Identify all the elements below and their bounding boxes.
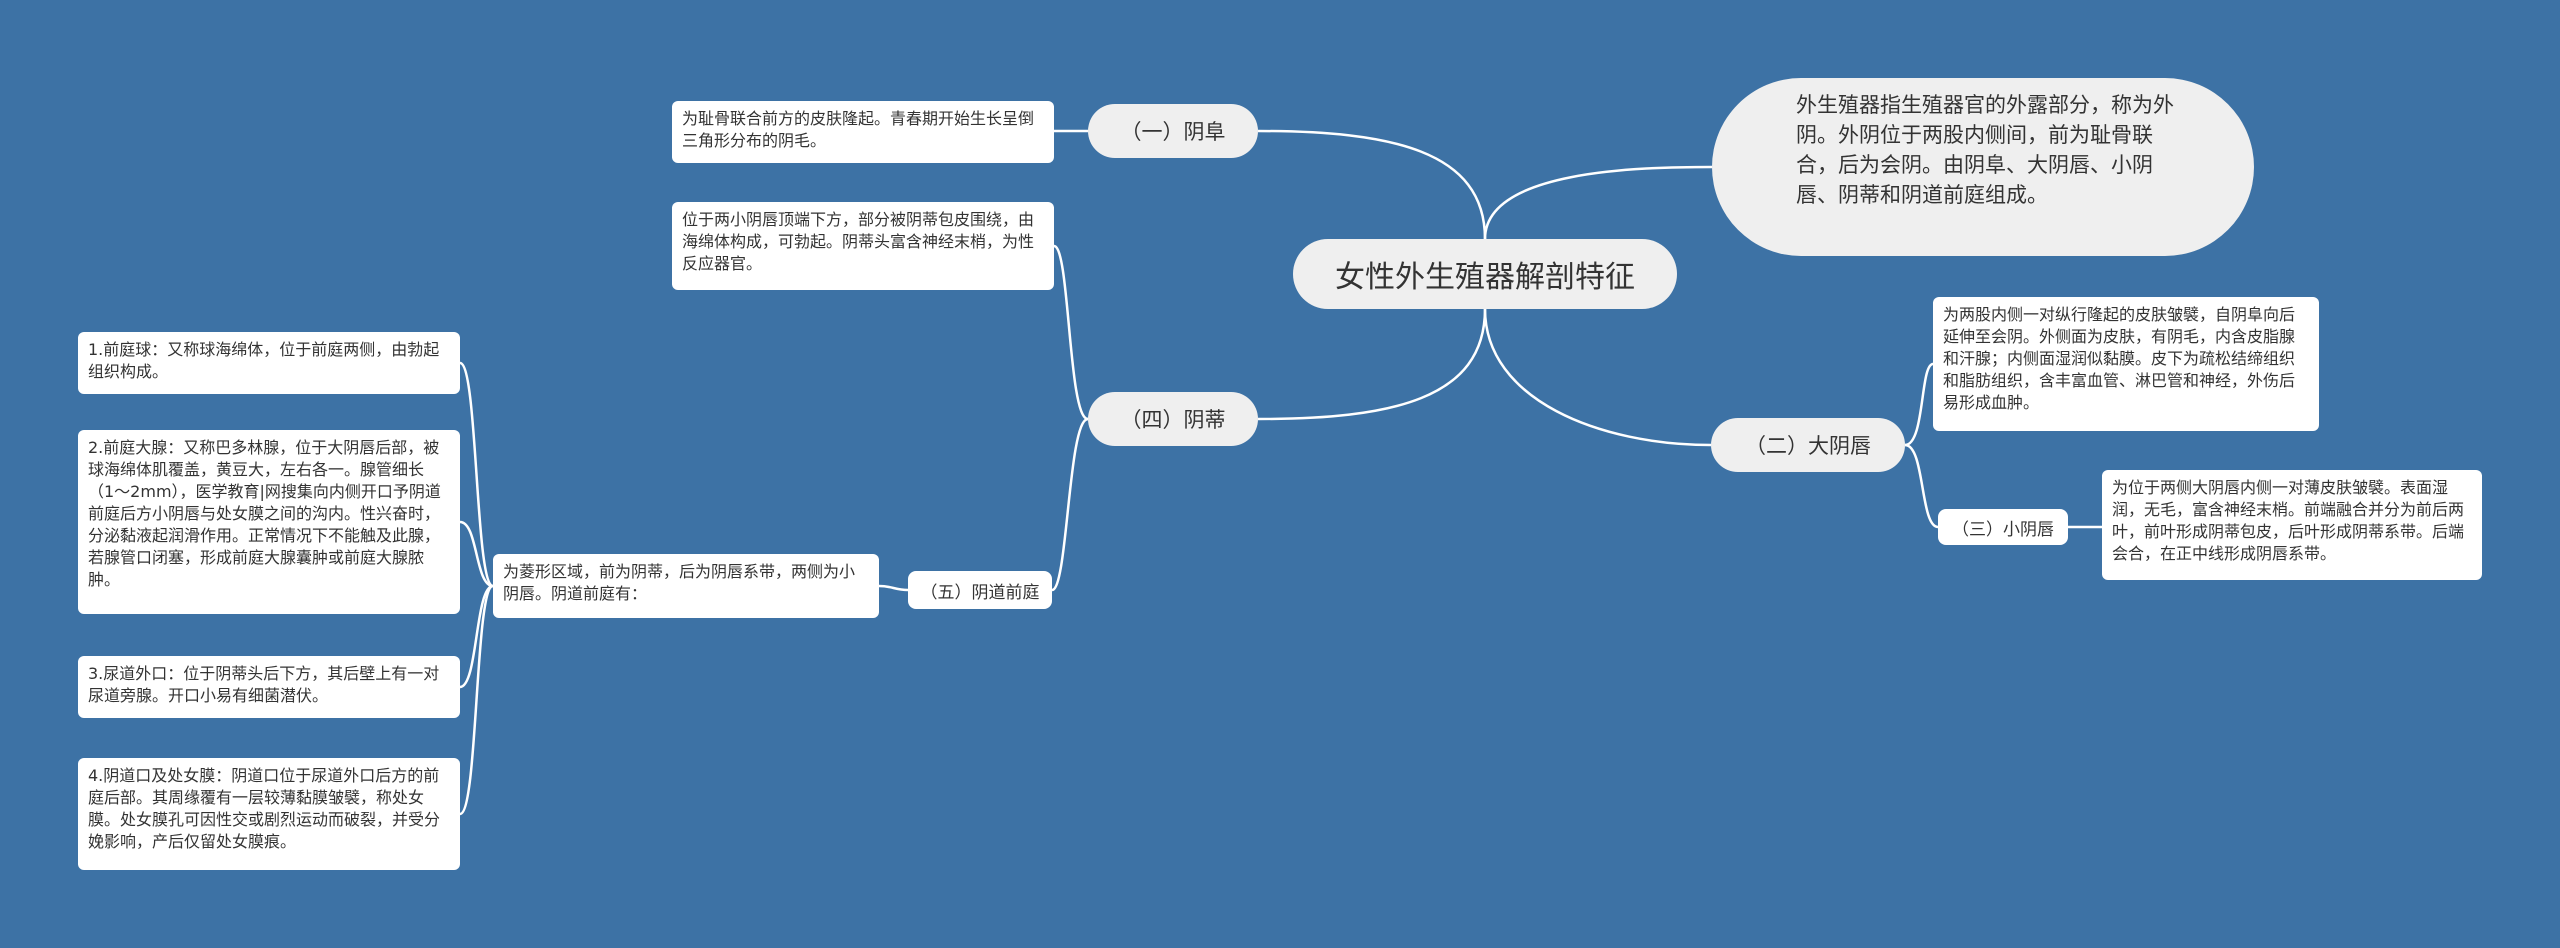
link-vestibule-note: [878, 584, 909, 592]
link-vestibule-d3: [459, 584, 494, 689]
link-labia-majora-note: [1904, 362, 1934, 447]
link-labia-majora-minora: [1904, 443, 1939, 529]
link-root-clitoris: [1257, 308, 1487, 421]
note-labia-majora[interactable]: 为两股内侧一对纵行隆起的皮肤皱襞，自阴阜向后延伸至会阴。外侧面为皮肤，有阴毛，内…: [1933, 297, 2319, 431]
root-topic[interactable]: 女性外生殖器解剖特征: [1293, 239, 1677, 309]
branch-labia-minora[interactable]: （三）小阴唇: [1938, 509, 2068, 545]
note-clitoris[interactable]: 位于两小阴唇顶端下方，部分被阴蒂包皮围绕，由海绵体构成，可勃起。阴蒂头富含神经末…: [672, 202, 1054, 290]
detail-vestibular-bulb[interactable]: 1.前庭球：又称球海绵体，位于前庭两侧，由勃起组织构成。: [78, 332, 460, 394]
link-root-summary: [1483, 165, 1713, 240]
detail-urethral-orifice[interactable]: 3.尿道外口：位于阴蒂头后下方，其后壁上有一对尿道旁腺。开口小易有细菌潜伏。: [78, 656, 460, 718]
branch-clitoris[interactable]: （四）阴蒂: [1088, 392, 1258, 446]
note-labia-minora[interactable]: 为位于两侧大阴唇内侧一对薄皮肤皱襞。表面湿润，无毛，富含神经末梢。前端融合并分为…: [2102, 470, 2482, 580]
link-vestibule-d2: [459, 520, 494, 588]
branch-vestibule[interactable]: （五）阴道前庭: [908, 571, 1052, 609]
link-root-mons: [1257, 129, 1487, 240]
link-root-labia-majora: [1483, 308, 1712, 447]
note-mons[interactable]: 为耻骨联合前方的皮肤隆起。青春期开始生长呈倒三角形分布的阴毛。: [672, 101, 1054, 163]
link-vestibule-d4: [458, 584, 495, 816]
link-clitoris-note: [1053, 244, 1089, 421]
detail-greater-vestibular-gland[interactable]: 2.前庭大腺：又称巴多林腺，位于大阴唇后部，被球海绵体肌覆盖，黄豆大，左右各一。…: [78, 430, 460, 614]
link-vestibule-d1: [459, 361, 494, 588]
summary-node[interactable]: 外生殖器指生殖器官的外露部分，称为外阴。外阴位于两股内侧间，前为耻骨联合，后为会…: [1712, 78, 2254, 256]
note-vestibule[interactable]: 为菱形区域，前为阴蒂，后为阴唇系带，两侧为小阴唇。阴道前庭有：: [493, 554, 879, 618]
detail-vaginal-orifice-hymen[interactable]: 4.阴道口及处女膜：阴道口位于尿道外口后方的前庭后部。其周缘覆有一层较薄黏膜皱襞…: [78, 758, 460, 870]
branch-labia-majora[interactable]: （二）大阴唇: [1711, 418, 1905, 472]
branch-mons[interactable]: （一）阴阜: [1088, 104, 1258, 158]
link-clitoris-vestibule: [1051, 417, 1089, 592]
